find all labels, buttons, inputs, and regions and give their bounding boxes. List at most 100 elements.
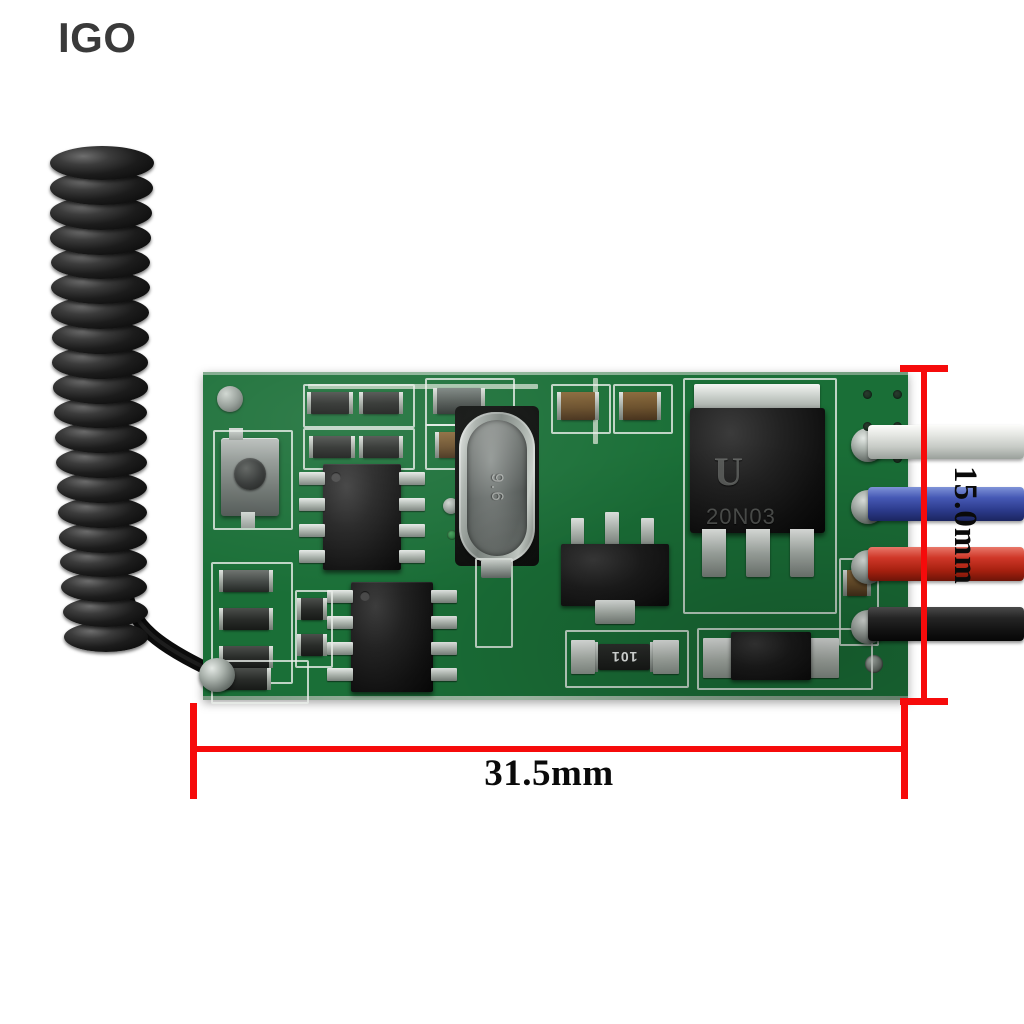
height-dimension-line	[900, 365, 960, 705]
ic-lower-leg-r3	[431, 642, 457, 655]
mosfet-pin-3	[790, 529, 814, 577]
resistor-left-3	[219, 646, 273, 668]
ic-lower-leg-l1	[327, 590, 353, 603]
via-green-small	[447, 530, 457, 540]
mosfet-logo: U	[714, 449, 743, 494]
resistor-101: 101	[589, 642, 659, 672]
sot-tab-pin	[595, 600, 635, 624]
dim-shaft-vertical	[921, 369, 927, 701]
pad-diode-right	[807, 638, 839, 678]
wire-white	[868, 425, 1024, 459]
sot-leg-1	[571, 518, 584, 550]
resistor-top-2	[359, 392, 403, 414]
via-edge-1	[893, 390, 902, 399]
silk-right-passive-b	[475, 558, 513, 648]
width-dimension-line	[190, 703, 908, 803]
ic-upper-leg-r3	[399, 524, 425, 537]
height-dimension-text: 15.0mm	[946, 465, 983, 585]
endcap	[297, 598, 301, 620]
endcap	[219, 570, 223, 592]
endcap	[843, 570, 847, 596]
antenna-solder-pad	[199, 658, 235, 692]
dim-cap-left	[190, 703, 197, 799]
endcap	[269, 608, 273, 630]
wire-red	[868, 547, 1024, 581]
pin1-dot	[360, 591, 370, 601]
pcb-bottom-edge	[203, 696, 908, 700]
resistor-left-5	[297, 634, 327, 656]
ic-lower-leg-r1	[431, 590, 457, 603]
resistor-left-1	[219, 570, 273, 592]
silk-mid-group	[551, 384, 611, 434]
mosfet-pin-2	[746, 529, 770, 577]
diode-component	[731, 632, 811, 680]
mosfet-pin-1	[702, 529, 726, 577]
ic-upper-leg-l4	[299, 550, 325, 563]
pcb-top-edge	[203, 372, 908, 375]
ic-lower-leg-l4	[327, 668, 353, 681]
crystal-can: 9.6	[459, 412, 535, 564]
pad-r101-right	[653, 640, 679, 674]
ic-upper-leg-r1	[399, 472, 425, 485]
wire-blue	[868, 487, 1024, 521]
endcap	[219, 646, 223, 668]
ic-lower-soic8	[351, 582, 433, 692]
resistor-top-1	[307, 392, 353, 414]
endcap	[323, 598, 327, 620]
ic-upper-soic8	[323, 464, 401, 570]
ic-upper-leg-r4	[399, 550, 425, 563]
endcap	[557, 392, 561, 420]
endcap	[359, 392, 363, 414]
crystal-marking: 9.6	[488, 473, 507, 503]
endcap	[323, 634, 327, 656]
endcap	[297, 634, 301, 656]
endcap	[307, 392, 311, 414]
power-mosfet: U 20N03	[690, 384, 825, 577]
pcb-board: 9.6 U 20N03	[199, 372, 908, 704]
ic-lower-leg-l3	[327, 642, 353, 655]
mosfet-part-number: 20N03	[706, 504, 776, 529]
spring-antenna	[44, 146, 194, 656]
via-edge-4	[863, 390, 872, 399]
resistor-row2-2	[359, 436, 403, 458]
switch-silk-outline	[213, 430, 293, 530]
igo-watermark: IGO	[58, 14, 137, 61]
endcap	[269, 570, 273, 592]
resistor-left-4	[297, 598, 327, 620]
ic-lower-leg-r4	[431, 668, 457, 681]
via-bottomright	[865, 655, 883, 673]
resistor-left-2	[219, 608, 273, 630]
silk-diode-outline	[697, 628, 873, 690]
height-dimension-label: 15.0mm	[944, 440, 984, 610]
cap-mid-1	[557, 392, 599, 420]
ic-upper-leg-r2	[399, 498, 425, 511]
sot-leg-2	[605, 512, 619, 548]
silk-top-group-a	[303, 384, 415, 428]
dim-cap-top	[900, 365, 948, 372]
dim-shaft-horizontal	[194, 746, 904, 752]
crystal-oscillator: 9.6	[455, 406, 539, 578]
width-dimension-label: 31.5mm	[484, 753, 614, 794]
endcap	[399, 392, 403, 414]
endcap	[349, 392, 353, 414]
pad-diode-left	[703, 638, 733, 678]
wire-black	[868, 607, 1024, 641]
voltage-regulator-sot223	[561, 544, 669, 606]
ic-upper-leg-l3	[299, 524, 325, 537]
endcap	[619, 392, 623, 420]
ic-upper-leg-l2	[299, 498, 325, 511]
switch-dome	[234, 458, 266, 490]
endcap	[267, 668, 271, 690]
endcap	[269, 646, 273, 668]
silk-mid-group-2	[613, 384, 673, 434]
crystal-face: 9.6	[467, 420, 527, 556]
endcap	[481, 388, 485, 414]
mosfet-body: U 20N03	[690, 408, 825, 533]
mounting-via-topleft	[217, 386, 243, 412]
crystal-foot	[481, 560, 511, 578]
sot-leg-3	[641, 518, 654, 550]
endcap	[219, 608, 223, 630]
ic-lower-leg-l2	[327, 616, 353, 629]
tactile-switch[interactable]	[221, 428, 279, 528]
